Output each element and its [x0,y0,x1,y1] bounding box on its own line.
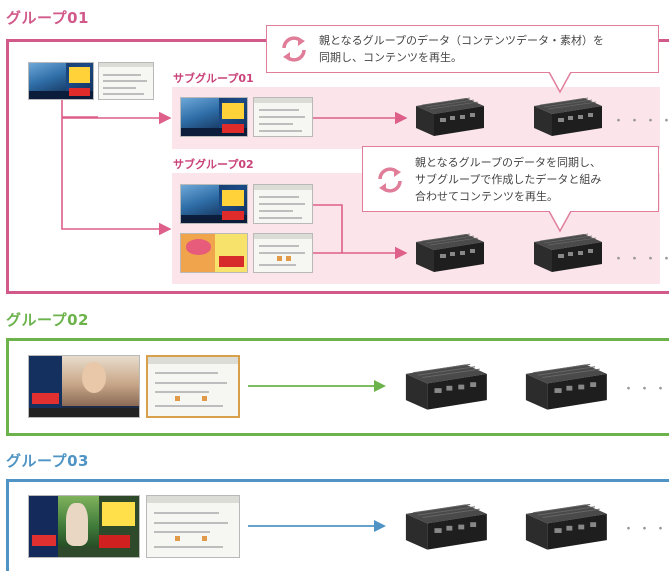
subgroup-01-ad-thumbnail [180,97,248,137]
media-player-device-icon [534,233,602,272]
group-01-schedule-thumbnail [98,62,154,100]
callout-1-pointer [548,72,572,94]
group-02-arrow [248,380,386,392]
callout-2-line-3: 合わせてコンテンツを再生。 [415,190,558,203]
callout-1-line-1: 親となるグループのデータ（コンテンツデータ・素材）を [319,34,605,47]
subgroup-01-schedule-thumbnail [253,97,313,137]
subgroup-02-title: サブグループ02 [173,158,254,171]
media-player-device-icon [416,97,484,136]
media-player-device-icon [534,97,602,136]
subgroup-02-local-schedule-thumbnail [253,233,313,273]
sync-callout-1: 親となるグループのデータ（コンテンツデータ・素材）を 同期し、コンテンツを再生。 [266,25,659,73]
group-01-title: グループ01 [6,9,89,27]
more-devices-ellipsis: ・・・・ [612,252,669,267]
media-player-device-icon [405,503,487,550]
group-03-title: グループ03 [6,452,89,470]
more-devices-ellipsis: ・・・・ [622,522,669,537]
subgroup-02-schedule-thumbnail [253,184,313,224]
media-player-device-icon [525,363,607,410]
media-player-device-icon [405,363,487,410]
group-03-arrow [248,520,386,532]
callout-2-line-1: 親となるグループのデータを同期し、 [415,156,602,169]
media-player-device-icon [416,233,484,272]
callout-2-line-2: サブグループで作成したデータと組み [415,173,602,186]
subgroup-02-local-ad-thumbnail [180,233,248,273]
media-player-device-icon [525,503,607,550]
group-02-photo-ad-thumbnail [28,355,140,418]
subgroup-02-ad-thumbnail [180,184,248,224]
group-01-ad-thumbnail [28,62,94,100]
group-02-schedule-thumbnail [146,355,240,418]
group-02-title: グループ02 [6,311,89,329]
more-devices-ellipsis: ・・・・ [622,382,669,397]
more-devices-ellipsis: ・・・・ [612,114,669,129]
sync-callout-2: 親となるグループのデータを同期し、 サブグループで作成したデータと組み 合わせて… [362,146,659,212]
callout-2-pointer [548,211,572,233]
sync-icon [378,167,402,193]
group-01-connectors [61,100,408,260]
callout-1-line-2: 同期し、コンテンツを再生。 [319,51,462,64]
subgroup-01-title: サブグループ01 [173,72,254,85]
sync-icon [282,36,306,62]
group-03-schedule-thumbnail [146,495,240,558]
group-03-photo-ad-thumbnail [28,495,140,558]
